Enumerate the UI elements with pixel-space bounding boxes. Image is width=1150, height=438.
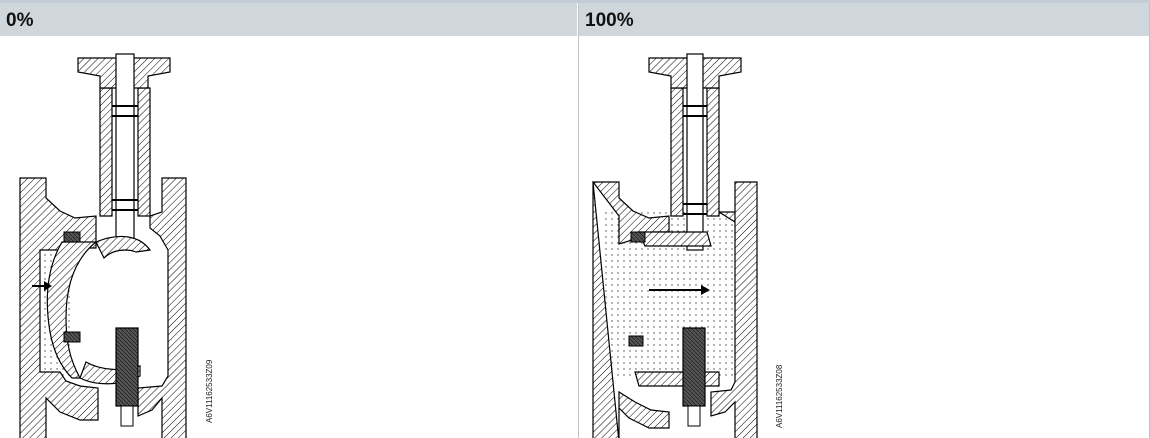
bonnet xyxy=(99,87,151,217)
image-code: A6V11162533Z09 xyxy=(205,359,214,423)
flow-arrow-icon xyxy=(649,285,710,295)
valve-stem xyxy=(686,53,704,251)
column-header-label: 0% xyxy=(6,10,34,31)
image-code: A6V11162533Z08 xyxy=(775,364,784,428)
body-right-wall xyxy=(137,177,187,438)
body-right-wall xyxy=(710,181,758,438)
body-left-wall xyxy=(591,181,670,438)
valve-stem xyxy=(115,53,135,251)
lower-trunnion xyxy=(115,327,139,407)
lower-trunnion xyxy=(682,327,706,407)
valve-closed-drawing xyxy=(19,53,187,438)
column-header-1: 100% xyxy=(579,3,1150,36)
column-divider xyxy=(578,3,579,438)
column-header-label: 100% xyxy=(585,10,634,31)
table-top-border xyxy=(0,0,1150,3)
flow-arrow-icon xyxy=(32,281,52,291)
valve-closed-cell: A6V11162533Z09 xyxy=(0,36,577,438)
valve-open-drawing xyxy=(591,53,758,438)
column-header-0: 0% xyxy=(0,3,577,36)
valve-open-cell: A6V11162533Z08 xyxy=(579,36,1150,438)
ball-segment xyxy=(638,231,712,247)
